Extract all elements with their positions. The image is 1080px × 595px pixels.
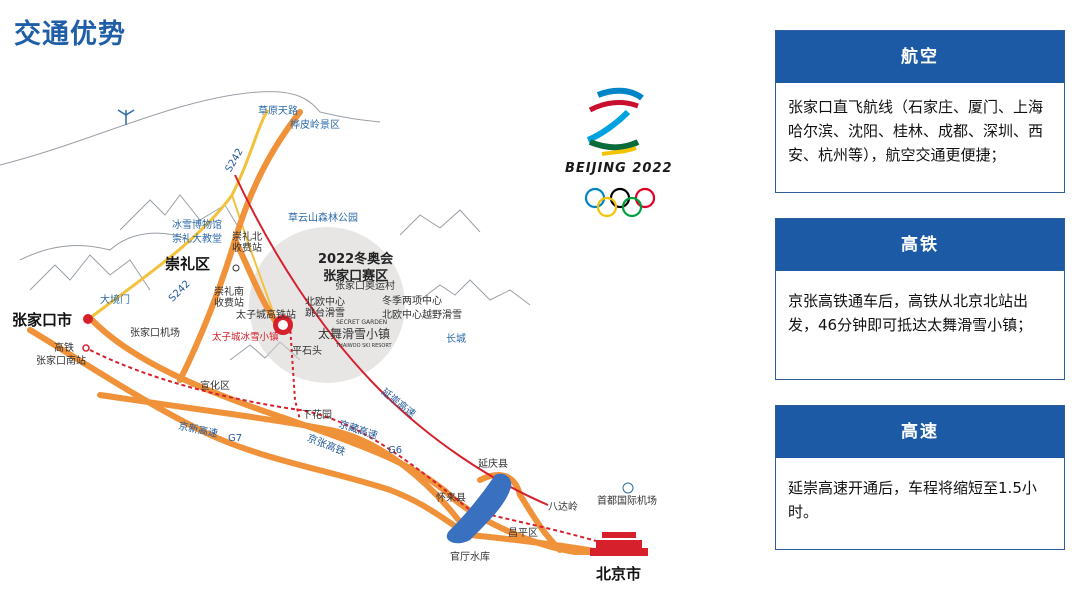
logo-text: BEIJING 2022 — [565, 161, 673, 176]
label-hsr: 高铁 — [54, 343, 74, 354]
panel-rail-body: 京张高铁通车后，高铁从北京北站出发，46分钟即可抵达太舞滑雪小镇； — [788, 292, 1033, 334]
panel-rail: 高铁 京张高铁通车后，高铁从北京北站出发，46分钟即可抵达太舞滑雪小镇； — [775, 218, 1065, 380]
label-g6: G6 — [388, 445, 403, 456]
label-chongli-south-toll: 崇礼南 收费站 — [214, 287, 244, 309]
label-dajingmen: 大境门 — [100, 295, 130, 306]
airport-icon — [622, 482, 634, 494]
label-guanting: 官厅水库 — [450, 552, 490, 563]
label-pingfang: 平石头 — [292, 346, 322, 357]
label-caoyun: 草云山森林公园 — [288, 213, 358, 224]
label-xuanhua: 宣化区 — [200, 381, 230, 392]
label-xc-skiing: 北欧中心越野滑雪 — [382, 310, 462, 321]
taizicheng-rail — [289, 324, 301, 421]
panel-rail-title: 高铁 — [776, 219, 1064, 271]
s242-road — [89, 109, 270, 320]
yanchong-line — [234, 174, 549, 506]
label-zjk-airport: 张家口机场 — [130, 328, 180, 339]
panel-highway-title: 高速 — [776, 406, 1064, 458]
label-biathlon: 冬季两项中心 — [382, 296, 442, 307]
label-zjk-south: 张家口南站 — [36, 356, 86, 367]
panel-air: 航空 张家口直飞航线（石家庄、厦门、上海哈尔滨、沈阳、桂林、成都、深圳、西安、杭… — [775, 30, 1065, 193]
label-birch: 桦皮岭景区 — [290, 120, 340, 131]
highways — [27, 109, 628, 555]
label-great-wall: 长城 — [446, 334, 466, 345]
map-drawing — [0, 91, 648, 556]
turbine-icon — [117, 109, 135, 125]
chongli-marker — [232, 264, 240, 272]
zjk-south-marker — [82, 344, 90, 352]
label-capital-airport: 首都国际机场 — [597, 496, 657, 507]
label-winter-games: 2022冬奥会 张家口赛区 — [318, 252, 394, 284]
panel-highway-body: 延崇高速开通后，车程将缩短至1.5小时。 — [788, 479, 1037, 521]
label-changping: 昌平区 — [508, 528, 538, 539]
label-taiwu: 太舞滑雪小镇 — [318, 327, 391, 341]
beijing-gate-icon — [590, 532, 648, 556]
label-taiwu-en: SECRET GARDEN — [336, 319, 388, 326]
label-chongli-north-toll: 崇礼北 收费站 — [232, 232, 262, 254]
label-zjk-village: 张家口奥运村 — [335, 281, 395, 292]
panel-air-body: 张家口直飞航线（石家庄、厦门、上海哈尔滨、沈阳、桂林、成都、深圳、西安、杭州等）… — [788, 98, 1044, 164]
label-taizicheng-station: 太子城高铁站 — [236, 310, 296, 321]
label-g7: G7 — [228, 433, 243, 444]
transport-map: 草原天路 桦皮岭景区 S242 冰雪博物馆 崇礼大教堂 崇礼北 收费站 草云山森… — [0, 91, 657, 583]
jingzhang-rail — [89, 349, 611, 546]
label-beiou: 北欧中心 跳台滑雪 — [305, 297, 345, 319]
label-chongli: 崇礼区 — [165, 255, 211, 273]
beijing-2022-logo — [584, 87, 656, 218]
label-zjk-city: 张家口市 — [12, 311, 73, 329]
label-xiahuayuan: 下花园 — [302, 410, 332, 421]
label-icesnow-museum: 冰雪博物馆 — [172, 220, 222, 231]
page-title: 交通优势 — [14, 19, 126, 50]
panel-highway: 高速 延崇高速开通后，车程将缩短至1.5小时。 — [775, 405, 1065, 550]
mountain-outline — [0, 91, 531, 361]
label-badaling: 八达岭 — [548, 502, 578, 513]
zjk-city-marker — [83, 314, 93, 324]
label-chongli-church: 崇礼大教堂 — [172, 234, 222, 245]
label-taizicheng-town: 太子城冰雪小镇 — [212, 332, 279, 343]
label-yanqing: 延庆县 — [478, 459, 508, 470]
label-taiwu-sub: THAIWOO SKI RESORT — [336, 343, 392, 349]
label-beijing: 北京市 — [596, 565, 642, 583]
label-grassland: 草原天路 — [258, 106, 298, 117]
label-huailai: 怀来县 — [436, 493, 466, 504]
guanting-reservoir — [446, 473, 512, 544]
panel-air-title: 航空 — [776, 31, 1064, 83]
competition-zone-circle — [249, 227, 405, 383]
